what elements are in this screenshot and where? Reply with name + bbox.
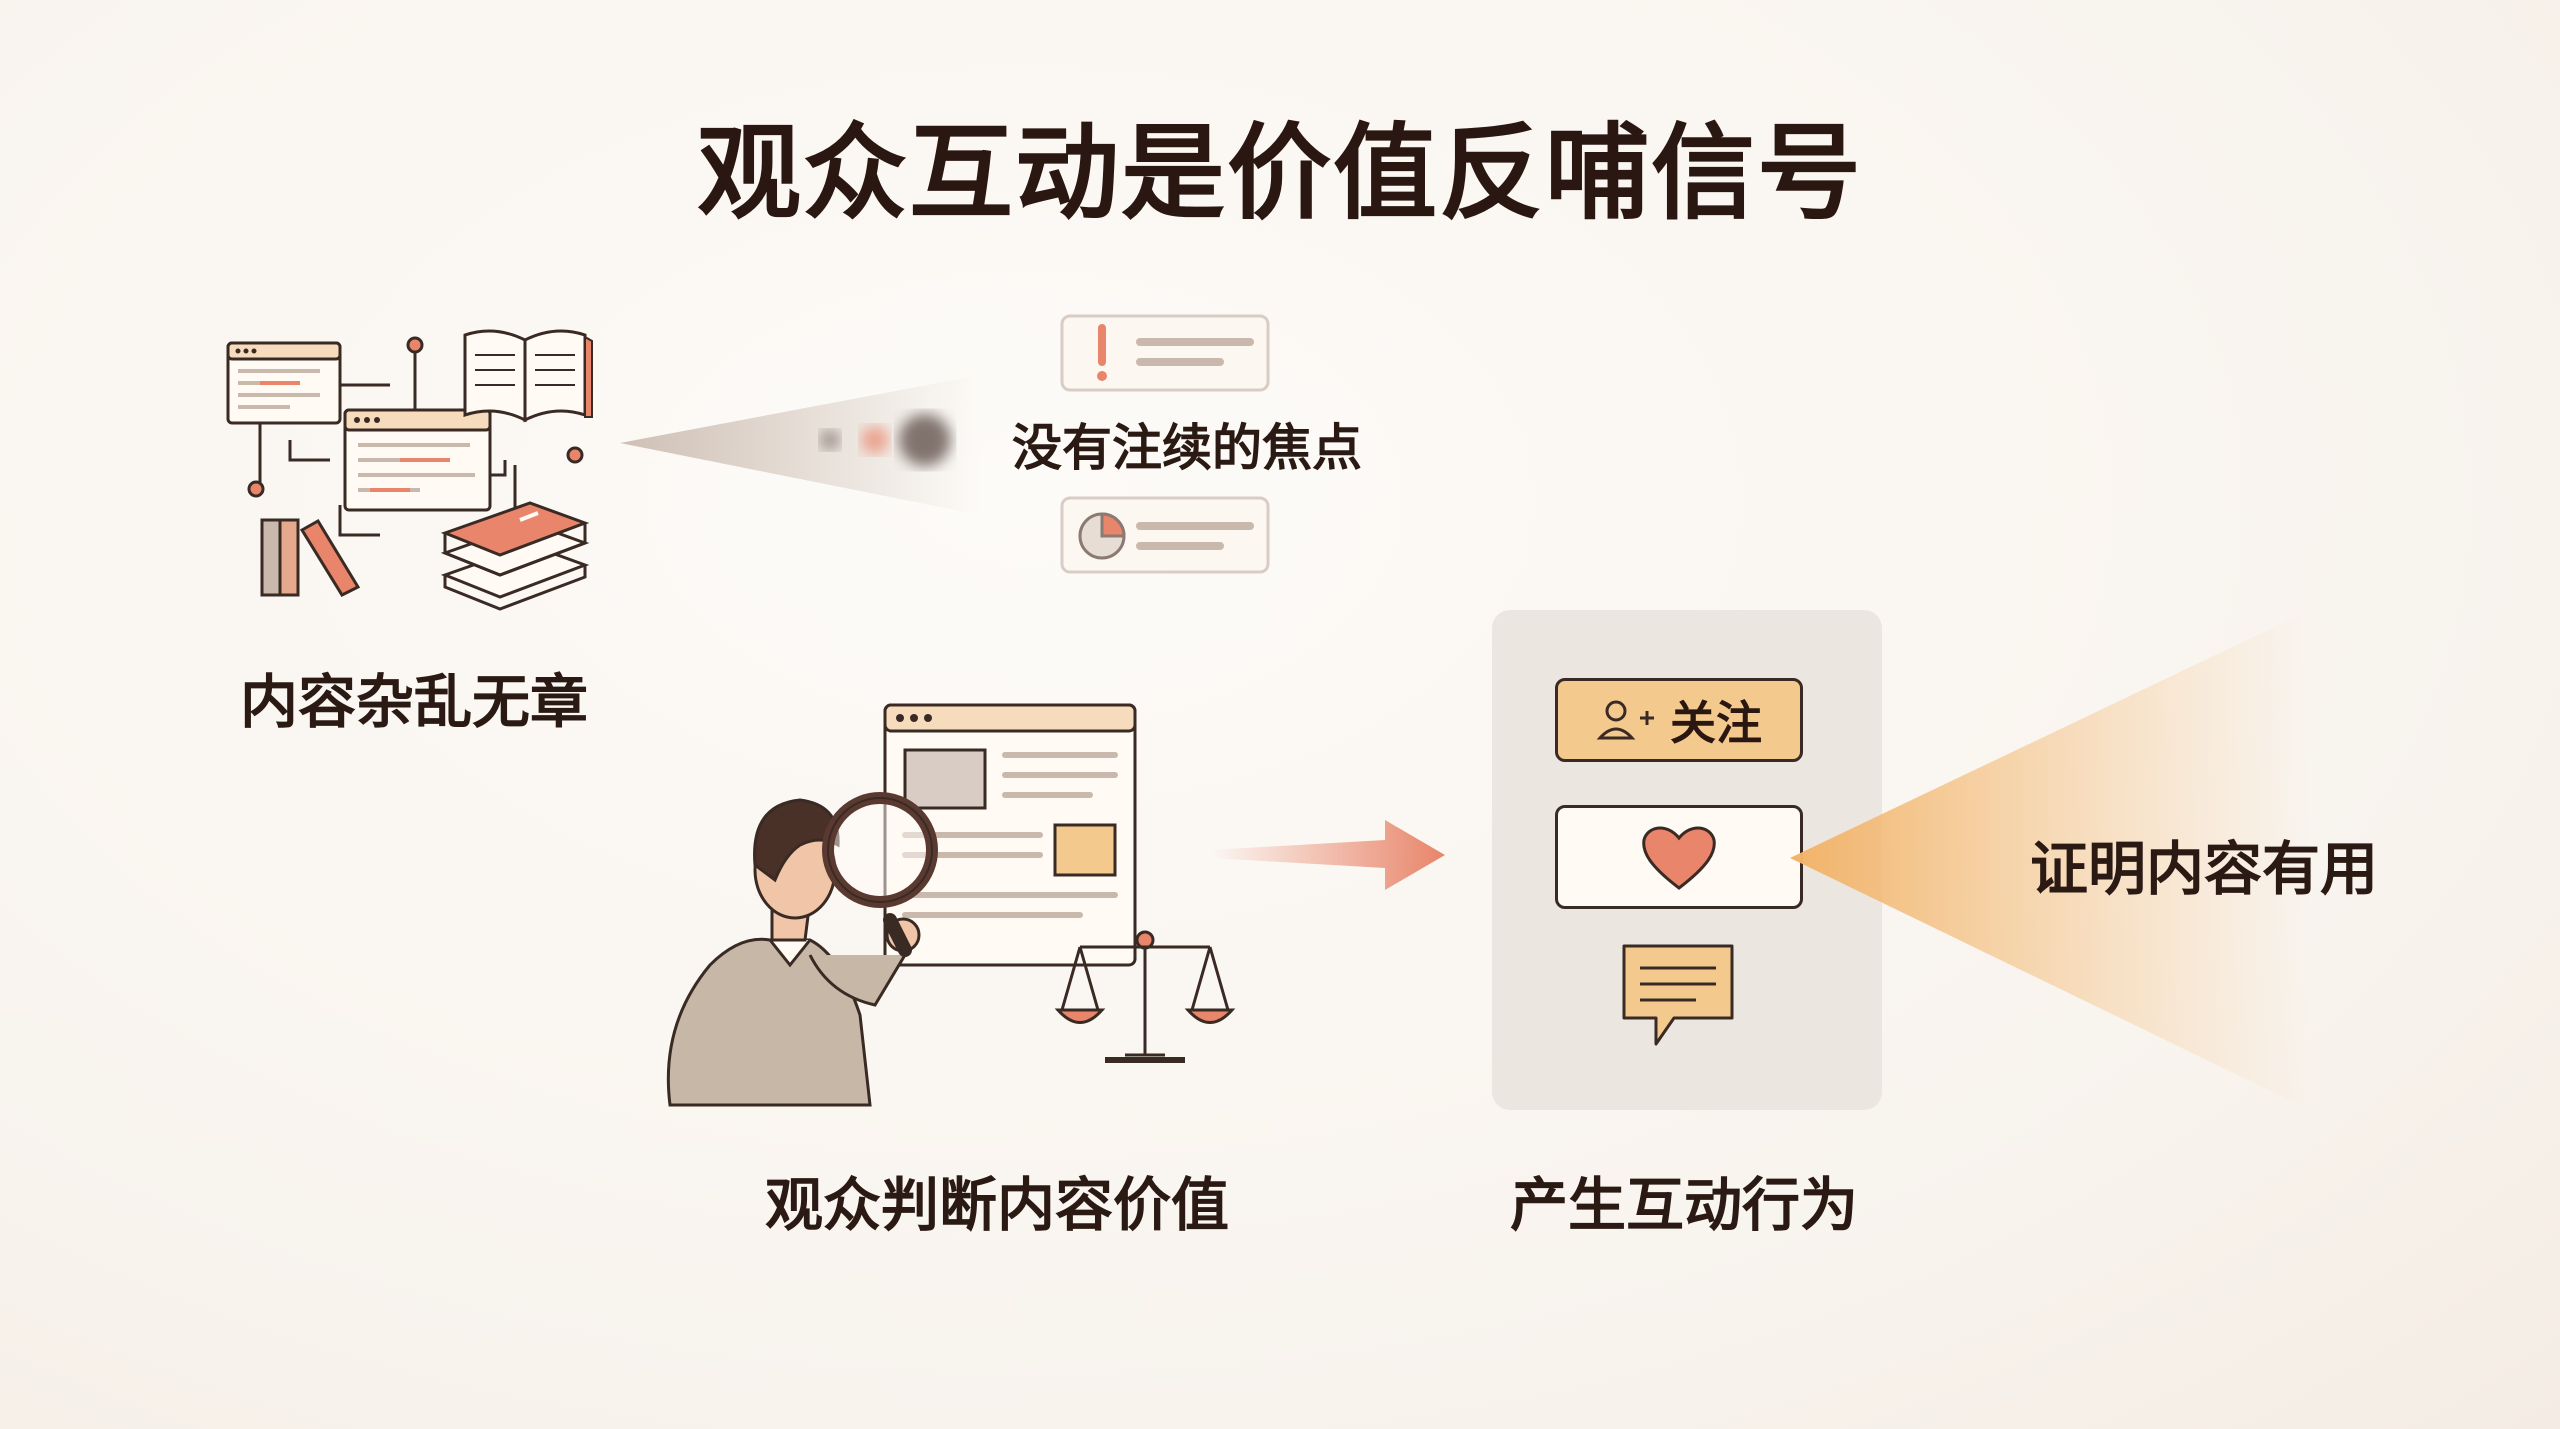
node-label-no-focus: 没有注续的焦点 (1012, 419, 1362, 477)
focus-beam (620, 375, 980, 515)
books-icon (440, 501, 590, 611)
comment-icon[interactable] (1618, 940, 1738, 1052)
browser-window-icon (226, 341, 342, 425)
alert-card-icon (1060, 314, 1270, 392)
scale-icon (1054, 930, 1236, 1063)
node-label-proof: 证明内容有用 (2030, 835, 2379, 903)
open-book-icon (463, 329, 593, 423)
follow-button[interactable]: 关注 (1555, 678, 1803, 762)
cluttered-content-illustration (226, 329, 593, 611)
node-label-interact: 产生互动行为 (1510, 1171, 1859, 1239)
like-button[interactable] (1555, 805, 1803, 909)
audience-judging-illustration (666, 703, 1236, 1107)
node-label-judge: 观众判断内容价值 (765, 1171, 1230, 1239)
node-label-cluttered: 内容杂乱无章 (240, 668, 589, 736)
document-icon (883, 703, 1137, 967)
browser-window-icon (343, 408, 492, 512)
proof-beam (1790, 610, 2310, 1110)
books-icon (260, 518, 361, 597)
heart-icon (1642, 826, 1716, 890)
pie-chart-card-icon (1060, 496, 1270, 574)
arrow-icon (1210, 820, 1445, 890)
follow-button-label: 关注 (1670, 696, 1762, 750)
user-plus-icon (1596, 700, 1654, 740)
magnifier-icon (822, 792, 938, 957)
page-title: 观众互动是价值反哺信号 (696, 112, 1863, 234)
